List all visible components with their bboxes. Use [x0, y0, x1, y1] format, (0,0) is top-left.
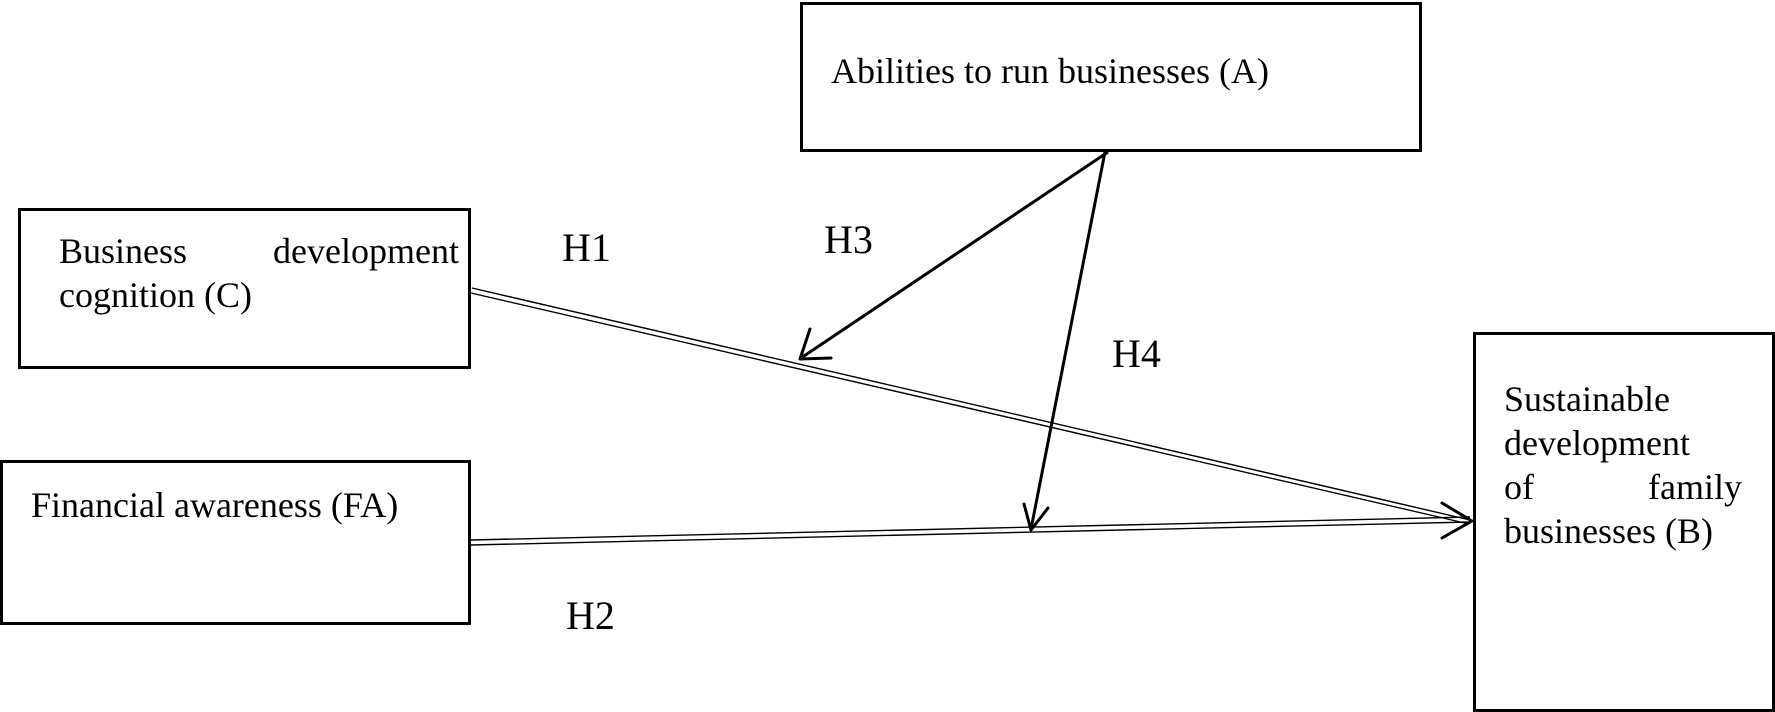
cognition-box: Business development cognition (C)	[18, 208, 471, 369]
arrowhead-h3	[798, 327, 833, 361]
cognition-label-line1: Business development	[59, 231, 459, 271]
arrow-h1	[470, 287, 1471, 525]
arrowhead-sustainable	[1440, 501, 1474, 540]
hypothesis-h4-label: H4	[1112, 331, 1161, 376]
sustainable-label-line3: of family	[1504, 467, 1742, 507]
sustainable-label-line4: businesses (B)	[1504, 511, 1713, 551]
sustainable-box: Sustainable development of family busine…	[1473, 332, 1775, 712]
financial-label: Financial awareness (FA)	[31, 485, 399, 525]
arrowhead-h4	[1022, 502, 1050, 532]
arrow-h4	[1029, 151, 1107, 530]
hypothesis-h1-label: H1	[562, 225, 611, 270]
arrow-h3	[800, 150, 1109, 360]
sustainable-label-line2: development	[1504, 423, 1690, 463]
arrow-h2	[470, 516, 1471, 546]
cognition-label-line2: cognition (C)	[59, 275, 252, 315]
abilities-label: Abilities to run businesses (A)	[831, 51, 1269, 91]
sustainable-label-line1: Sustainable	[1504, 379, 1670, 419]
abilities-box: Abilities to run businesses (A)	[800, 2, 1422, 152]
financial-box: Financial awareness (FA)	[0, 460, 471, 625]
hypothesis-h2-label: H2	[566, 593, 615, 638]
hypothesis-h3-label: H3	[824, 217, 873, 262]
